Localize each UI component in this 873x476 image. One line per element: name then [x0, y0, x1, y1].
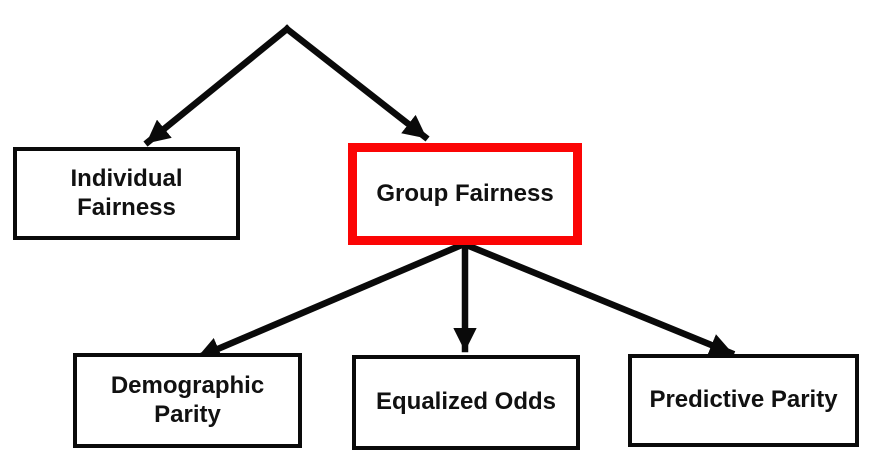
- node-label: Demographic Parity: [110, 371, 265, 428]
- edge-apex-to-individual-fairness: [143, 24, 292, 147]
- node-label: Predictive Parity: [649, 386, 838, 414]
- edge-group-to-predictive-parity: [459, 239, 736, 358]
- node-group-fairness: Group Fairness: [348, 143, 582, 245]
- node-demographic-parity: Demographic Parity: [73, 353, 302, 448]
- edge-group-to-demographic-parity: [194, 239, 469, 362]
- node-predictive-parity: Predictive Parity: [628, 354, 859, 447]
- node-label: Group Fairness: [376, 179, 554, 207]
- node-label: Individual Fairness: [70, 164, 183, 221]
- edge-apex-to-group-fairness: [282, 24, 430, 142]
- node-equalized-odds: Equalized Odds: [352, 355, 580, 450]
- node-label: Equalized Odds: [375, 388, 557, 416]
- node-individual-fairness: Individual Fairness: [13, 147, 240, 240]
